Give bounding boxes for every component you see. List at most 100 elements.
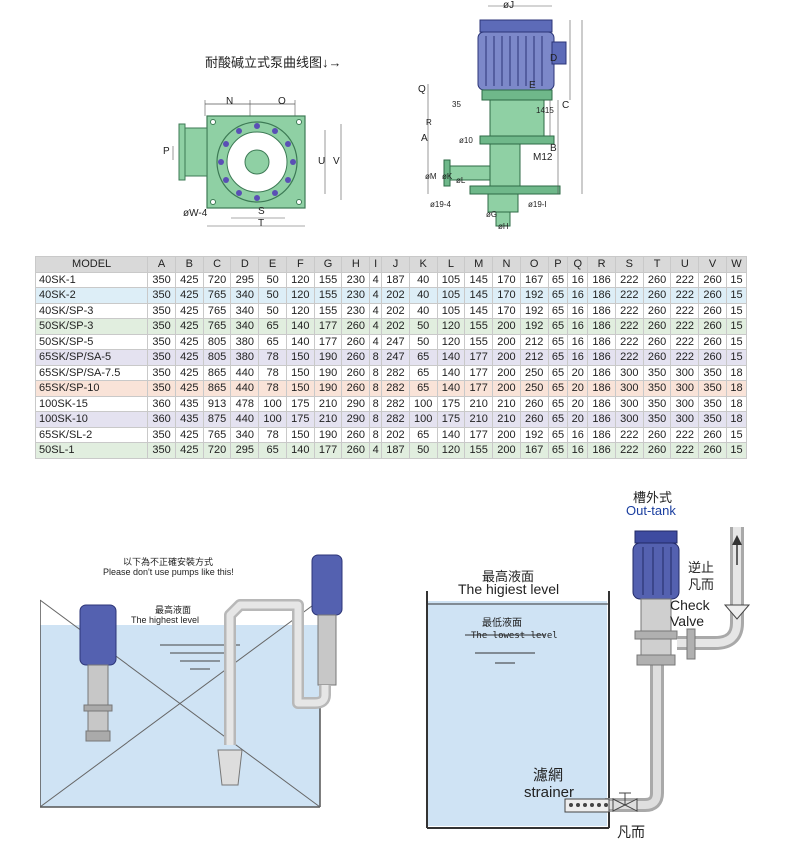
table-cell: 16 [567,287,589,304]
lowest-level-label-en: The lowest level [471,631,558,641]
table-cell: 260 [341,426,371,443]
dim-label-35: 35 [452,100,461,109]
table-cell: 875 [202,411,232,428]
table-cell: 145 [464,287,494,304]
table-cell: 20 [567,364,589,381]
dim-label-c: C [562,100,570,111]
table-cell: 16 [567,318,589,335]
dim-label-phi10: ø10 [459,136,473,145]
table-cell: 260 [698,302,727,319]
table-cell: 192 [519,318,549,335]
table-cell: 167 [519,271,549,288]
table-cell: 177 [464,349,494,366]
spec-header-c: C [202,256,232,273]
table-cell: 350 [147,287,176,304]
table-cell: 190 [313,426,343,443]
table-cell: 15 [725,442,748,459]
table-cell: 140 [285,442,315,459]
table-cell: 65 [547,271,569,288]
table-cell: 170 [492,271,521,288]
check-valve-label-en2: Valve [670,613,704,629]
table-cell: 65 [258,442,287,459]
table-cell: 260 [698,318,727,335]
table-cell: 290 [341,411,371,428]
spec-header-model: MODEL [34,256,149,273]
table-cell: 210 [464,395,494,412]
table-cell: 230 [341,271,371,288]
table-cell: 222 [614,349,644,366]
table-cell: 282 [381,380,410,397]
table-cell: 100 [258,411,287,428]
table-cell: 65 [547,287,569,304]
table-cell: 78 [258,426,287,443]
table-cell: 4 [369,271,383,288]
table-cell: 360 [147,411,176,428]
plan-view-drawing [172,100,342,227]
table-cell: 222 [670,287,700,304]
table-cell: 380 [230,349,260,366]
outtank-label-en: Out-tank [626,503,676,518]
table-cell: 210 [313,411,343,428]
table-cell: 8 [369,349,383,366]
table-cell: 120 [436,318,466,335]
spec-header-p: P [547,256,569,273]
table-cell: 65 [408,380,438,397]
table-cell: 40 [408,271,438,288]
table-cell: 260 [698,271,727,288]
table-cell: 16 [567,349,589,366]
dim-label-k: øK [442,172,453,181]
table-cell: 805 [202,333,232,350]
table-cell: 16 [567,302,589,319]
table-cell: 260 [341,349,371,366]
table-cell: 222 [614,302,644,319]
table-cell: 260 [519,411,549,428]
table-cell: 100 [258,395,287,412]
table-cell: 222 [614,426,644,443]
table-cell: 300 [670,364,700,381]
dim-label-e: E [529,80,536,91]
table-cell: 350 [642,395,672,412]
table-cell: 282 [381,364,410,381]
table-cell: 175 [436,411,466,428]
table-cell: 50 [258,271,287,288]
table-cell: 212 [519,333,549,350]
table-cell: 177 [464,426,494,443]
table-cell: 350 [147,426,176,443]
table-cell: 20 [567,411,589,428]
dim-label-hole: øW-4 [183,208,208,219]
table-cell: 18 [725,380,748,397]
dim-label-q: Q [418,84,426,95]
table-cell: 260 [341,442,371,459]
table-cell: 4 [369,302,383,319]
table-cell: 65 [547,318,569,335]
table-cell: 155 [464,318,494,335]
model-cell: 65SK/SP/SA-5 [34,349,149,366]
table-cell: 65 [408,426,438,443]
table-cell: 350 [698,411,727,428]
table-cell: 190 [313,349,343,366]
table-cell: 210 [464,411,494,428]
table-cell: 250 [519,380,549,397]
spec-header-s: S [614,256,644,273]
table-cell: 765 [202,318,232,335]
table-cell: 16 [567,333,589,350]
table-cell: 155 [464,333,494,350]
table-cell: 186 [587,395,616,412]
table-cell: 360 [147,395,176,412]
spec-header-m: M [464,256,494,273]
model-cell: 50SK/SP-3 [34,318,149,335]
table-cell: 8 [369,426,383,443]
table-cell: 222 [614,271,644,288]
table-cell: 140 [285,318,315,335]
table-cell: 105 [436,271,466,288]
table-cell: 78 [258,349,287,366]
table-cell: 350 [698,395,727,412]
dim-label-h: øH [498,222,509,231]
table-cell: 145 [464,302,494,319]
table-cell: 186 [587,318,616,335]
